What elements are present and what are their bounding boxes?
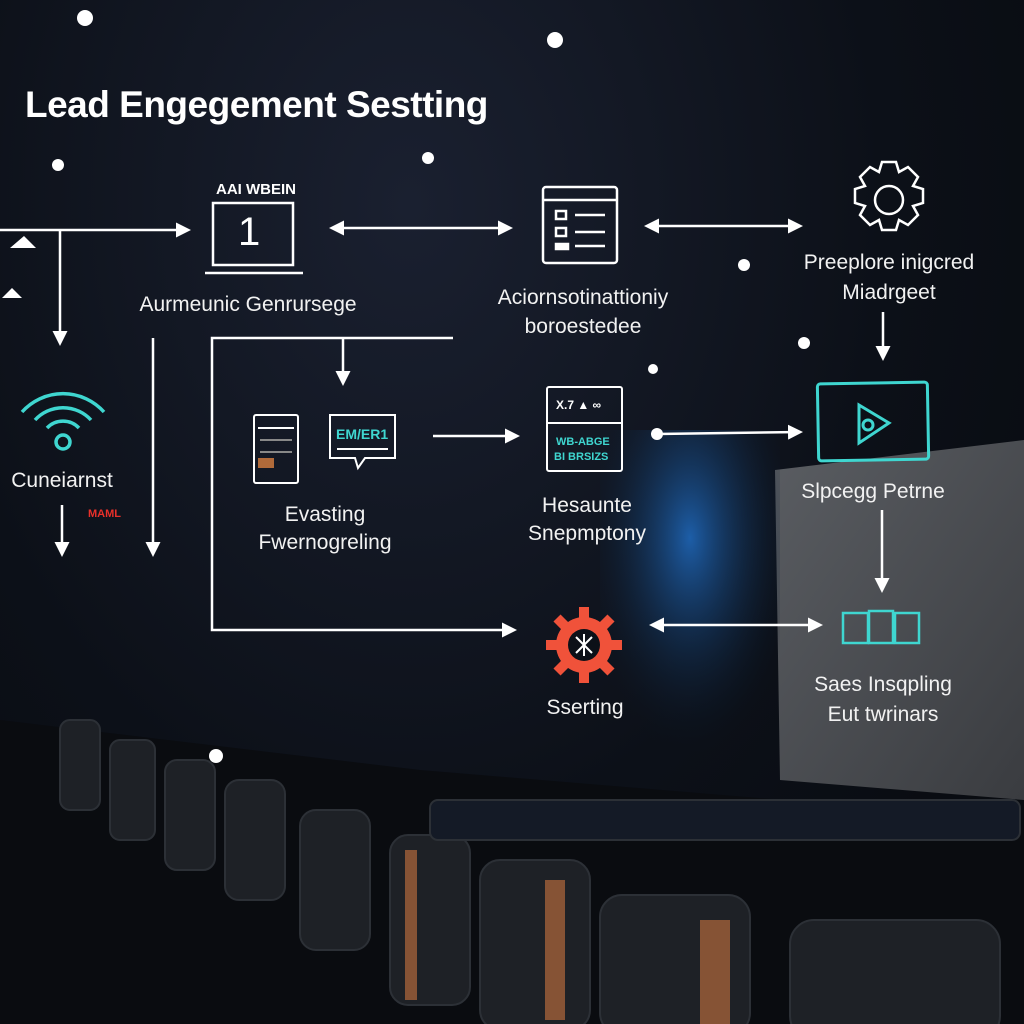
panel-label-1: Hesaunte xyxy=(542,494,632,517)
panel-top-text: X.7 ▲ ∞ xyxy=(556,398,602,412)
blue-curtain-light xyxy=(600,430,780,790)
chat-bubble-icon xyxy=(329,414,396,471)
document-label-1: Evasting xyxy=(284,503,366,526)
three-boxes-icon xyxy=(841,609,921,645)
boxes-label-2: Eut twrinars xyxy=(827,703,939,726)
bracket-arrow-to-red-gear xyxy=(210,336,517,638)
wifi-icon xyxy=(20,391,106,451)
video-play-icon xyxy=(815,380,931,463)
boxes-label-1: Saes Insqpling xyxy=(814,673,952,696)
panel-label-2: Snepmptony xyxy=(528,522,646,545)
gear-label-1: Preeplore inigcred xyxy=(803,251,975,274)
video-label: Slpcegg Petrne xyxy=(801,480,945,503)
red-gear-icon xyxy=(546,607,622,683)
checklist-label-2: boroestedee xyxy=(524,315,642,338)
ceiling-lights xyxy=(52,10,810,763)
checklist-icon xyxy=(541,185,619,265)
page-title: Lead Engegement Sestting xyxy=(25,84,488,125)
gear-icon xyxy=(853,160,925,232)
checklist-label-1: Aciornsotinattioniy xyxy=(497,286,669,309)
calendar-number: 1 xyxy=(238,210,261,254)
panel-bottom-line2: BI BRSIZS xyxy=(554,451,609,463)
data-panel-icon xyxy=(546,386,623,472)
cinema-screen xyxy=(775,440,1024,800)
wifi-label: Cuneiarnst xyxy=(11,469,113,492)
document-label-2: Fwernogreling xyxy=(258,531,392,554)
gear-label-2: Miadrgeet xyxy=(842,281,936,304)
calendar-label: Aurmeunic Genrursege xyxy=(139,293,357,316)
calendar-header: AAI WBEIN xyxy=(216,181,296,198)
document-icon xyxy=(253,414,299,484)
panel-bottom-line1: WB-ABGE xyxy=(556,436,610,448)
seat-rows xyxy=(59,719,1021,1024)
arrow-to-video xyxy=(656,424,803,440)
red-gear-label: Sserting xyxy=(546,696,624,719)
chat-text: EM/ER1 xyxy=(336,426,389,442)
calendar-icon xyxy=(205,201,303,275)
lamp-icons xyxy=(2,236,36,298)
wifi-tag: MAML xyxy=(88,508,121,520)
